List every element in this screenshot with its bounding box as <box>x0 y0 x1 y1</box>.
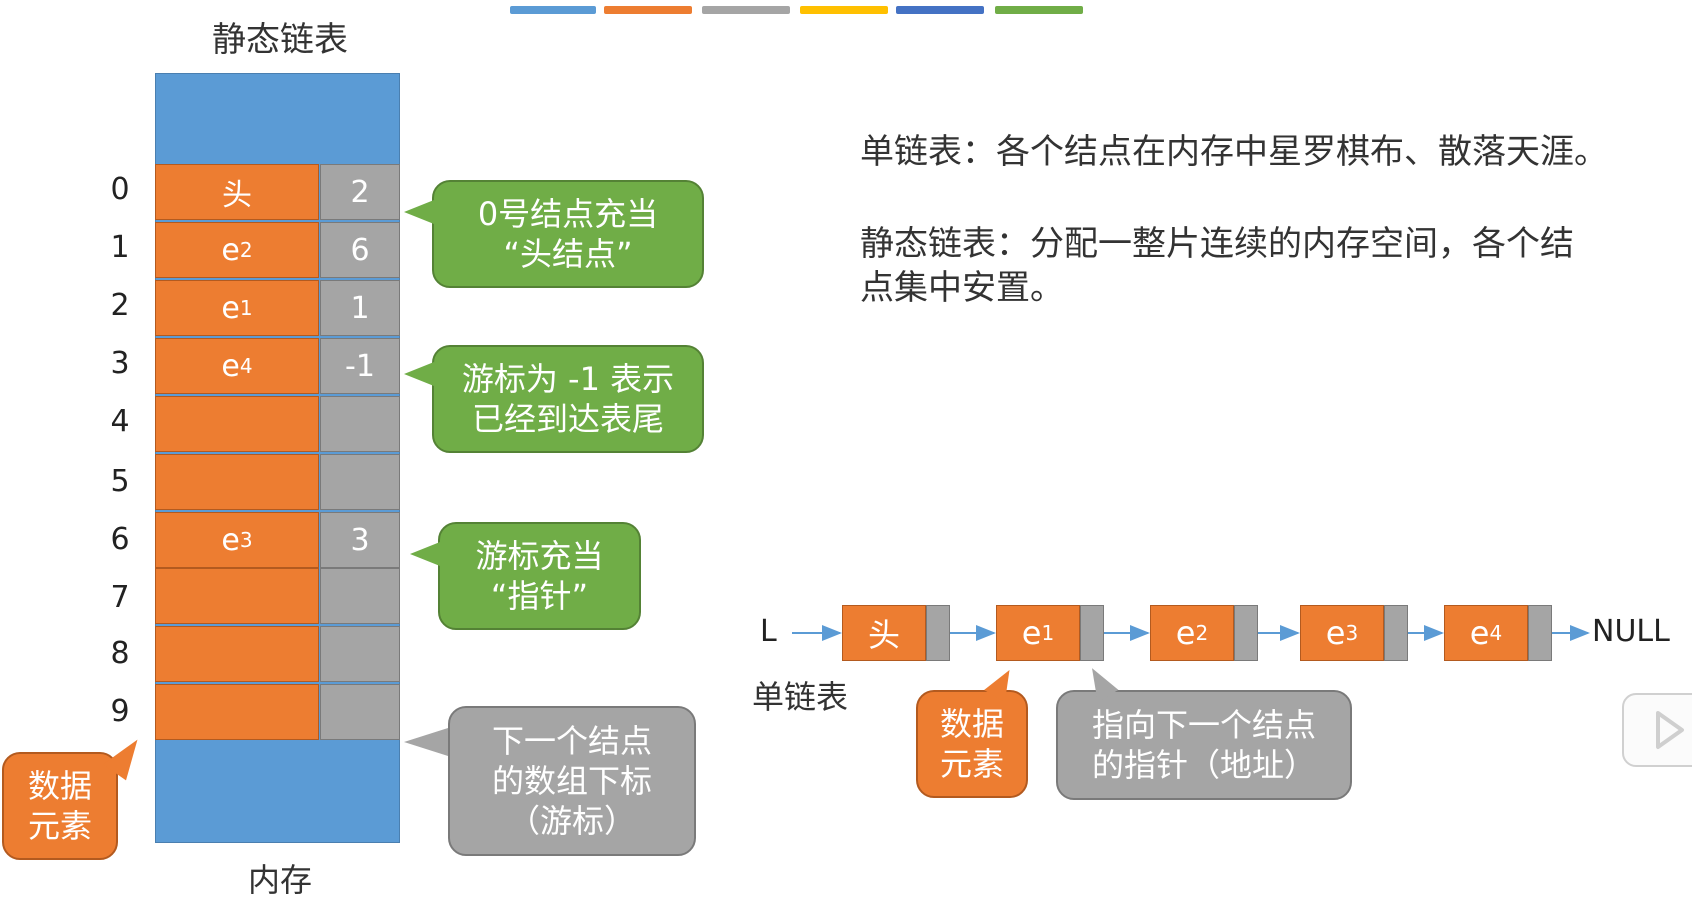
play-button[interactable] <box>1622 693 1692 767</box>
color-bar-5 <box>896 6 984 14</box>
null-label: NULL <box>1592 614 1670 649</box>
static-list-description-line1: 静态链表：分配一整片连续的内存空间，各个结 <box>860 224 1574 264</box>
data-element-callout: 数据 元素 <box>2 752 118 860</box>
data-cell: 头 <box>155 164 319 220</box>
data-cell <box>155 626 319 682</box>
cursor-cell <box>320 626 400 682</box>
cursor-cell: 1 <box>320 280 400 336</box>
color-bar-1 <box>510 6 596 14</box>
cursor-cell: 3 <box>320 512 400 568</box>
row-index: 1 <box>110 230 130 265</box>
diagram-title: 静态链表 <box>212 20 348 60</box>
linked-list-caption: 单链表 <box>752 678 849 716</box>
cursor-cell <box>320 396 400 452</box>
row-index: 7 <box>110 580 130 615</box>
next-index-callout: 下一个结点 的数组下标 （游标） <box>448 706 696 856</box>
color-bar-3 <box>702 6 790 14</box>
row-index: 9 <box>110 694 130 729</box>
row-index: 2 <box>110 288 130 323</box>
node-pointer <box>1384 605 1408 661</box>
data-element-callout: 数据 元素 <box>916 690 1028 798</box>
single-list-description: 单链表：各个结点在内存中星罗棋布、散落天涯。 <box>860 132 1608 172</box>
data-cell <box>155 396 319 452</box>
cursor-cell: 2 <box>320 164 400 220</box>
cursor-cell: 6 <box>320 222 400 278</box>
color-bar-2 <box>604 6 692 14</box>
color-bar-4 <box>800 6 888 14</box>
callout-pointer <box>410 542 440 566</box>
head-pointer-label: L <box>760 614 777 649</box>
color-bar-6 <box>995 6 1083 14</box>
play-icon <box>1656 711 1684 749</box>
static-list-description-line2: 点集中安置。 <box>860 268 1064 308</box>
row-index: 0 <box>110 172 130 207</box>
data-cell <box>155 568 319 624</box>
pointer-address-callout: 指向下一个结点 的指针（地址） <box>1056 690 1352 800</box>
node-pointer <box>1528 605 1552 661</box>
cursor-pointer-callout: 游标充当 “指针” <box>438 522 641 630</box>
row-index: 4 <box>110 404 130 439</box>
node-pointer <box>1234 605 1258 661</box>
node-pointer <box>1080 605 1104 661</box>
data-cell <box>155 454 319 510</box>
callout-pointer <box>404 200 434 224</box>
tail-marker-callout: 游标为 -1 表示 已经到达表尾 <box>432 345 704 453</box>
row-index: 6 <box>110 522 130 557</box>
row-index: 5 <box>110 464 130 499</box>
data-cell <box>155 684 319 740</box>
node-pointer <box>926 605 950 661</box>
callout-pointer <box>404 362 434 386</box>
cursor-cell <box>320 568 400 624</box>
row-index: 3 <box>110 346 130 381</box>
head-node-callout: 0号结点充当 “头结点” <box>432 180 704 288</box>
cursor-cell <box>320 454 400 510</box>
node-data: 头 <box>842 605 926 661</box>
row-index: 8 <box>110 636 130 671</box>
callout-pointer <box>404 728 448 756</box>
cursor-cell <box>320 684 400 740</box>
cursor-cell: -1 <box>320 338 400 394</box>
